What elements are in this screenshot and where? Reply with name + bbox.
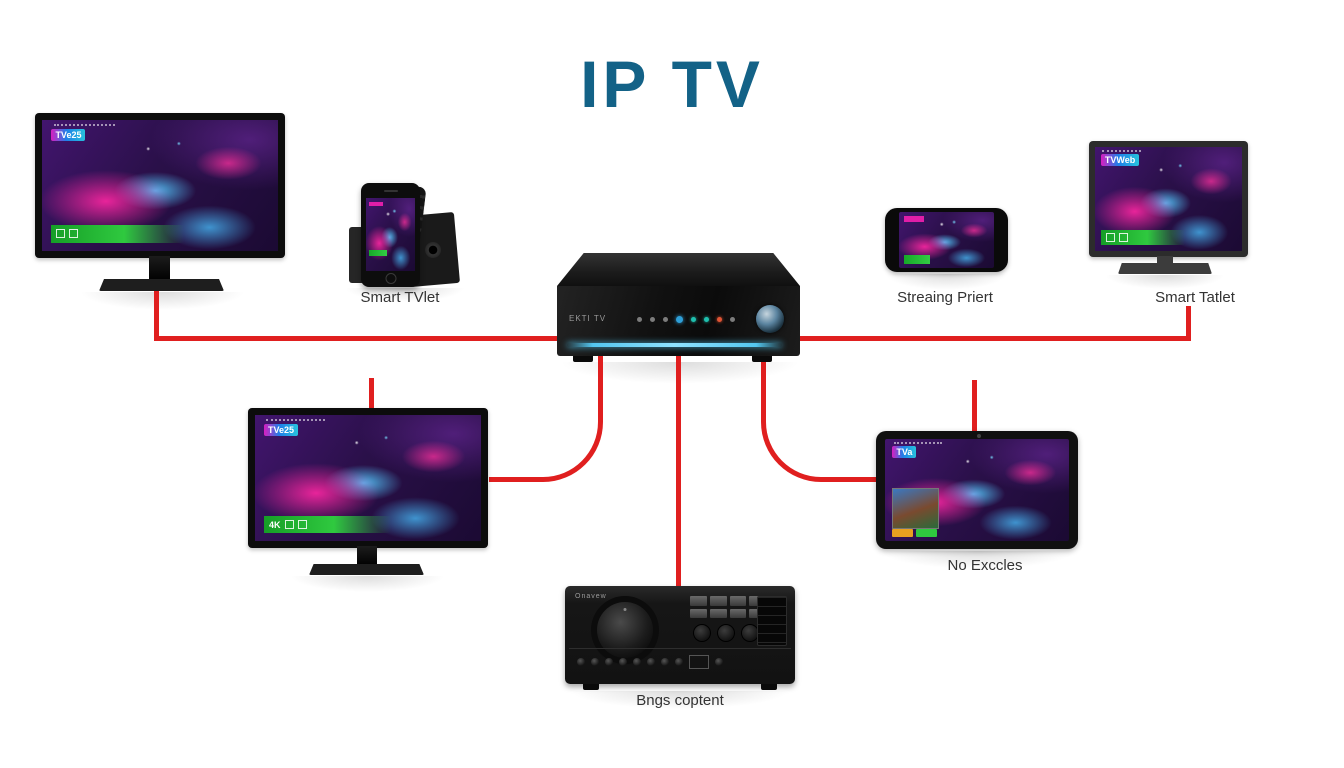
led-strip [567,343,782,347]
channel-logo-badge: TVe25 [51,129,86,142]
screen-overlay-text [1102,150,1141,153]
screen-chip [903,254,930,264]
screen-overlay-text [266,418,326,421]
label-smart-tvlet: Smart TVlet [360,289,440,306]
tv-middle-left: TVe25 4K [248,408,488,548]
reflection [880,551,1076,569]
tablet: TVa [876,431,1078,549]
connector-tv-right [1186,306,1191,341]
page-title: IP TV [580,47,764,121]
tv-right-base [1118,263,1212,274]
receiver-foot [761,684,777,690]
receiver-foot [583,684,599,690]
preset-buttons [690,596,766,618]
box-foot [573,356,593,362]
label-smart-tablet: Smart Tatlet [1155,289,1235,306]
av-receiver: Onavew [565,586,795,690]
smartphone-screen [366,198,415,271]
tv-top-left: TVe25 [35,113,285,258]
banner-icon [56,229,66,239]
screen-overlay-text [53,123,116,126]
channel-logo-badge: TVWeb [1100,154,1140,167]
tv-middle-neck [357,546,377,566]
reflection [570,691,790,709]
smartphone-portrait [361,183,420,287]
banner-icon [1118,232,1128,242]
tv-right-screen: TVWeb [1095,147,1242,251]
connector-box-to-receiver [676,356,681,591]
set-top-box-brand: EKTI TV [569,314,607,323]
tablet-camera [977,434,981,438]
indicator-lights [637,316,735,323]
round-button [693,624,711,642]
connector-tablet-top [972,380,977,432]
banner-icon [69,229,79,239]
streaming-phone-screen [899,212,994,268]
program-banner [1100,230,1186,245]
tv-middle-screen: TVe25 4K [255,415,481,541]
tv-top-left-base [99,279,224,291]
pip-thumbnail [892,488,939,529]
pip-button-orange [892,528,913,537]
screen-chip [368,201,383,206]
speaker-driver [423,240,442,259]
reflection [885,274,1008,290]
banner-icon [284,520,294,530]
power-knob [756,305,784,333]
box-foot [752,356,772,362]
reflection [290,576,445,592]
tv-middle-base [309,564,424,575]
screen-chip [368,250,387,257]
screen-overlay-text [894,442,943,445]
tv-right: TVWeb [1089,141,1248,257]
phone-earpiece [383,190,398,192]
channel-logo-badge: TVe25 [264,423,299,436]
set-top-box: EKTI TV [557,286,800,356]
receiver-bottom-panel [569,648,791,674]
connector-tv-top-left [154,281,159,341]
label-receiver: Bngs coptent [636,692,724,709]
reflection [345,288,465,302]
banner-icon [1105,232,1115,242]
screen-chip [903,216,924,223]
tablet-screen: TVa [885,439,1069,541]
set-top-box-top [557,253,800,286]
streaming-phone [885,208,1008,272]
round-button [717,624,735,642]
tv-right-neck [1157,256,1173,265]
banner-4k-logo: 4K [269,519,281,530]
tv-top-left-screen: TVe25 [42,120,278,251]
reflection [80,292,245,310]
connector-tv-middle-top [369,378,374,411]
reflection [1105,275,1225,289]
receiver-brand: Onavew [575,593,607,600]
program-banner: 4K [264,515,392,534]
connector-box-to-tablet [761,356,879,482]
label-tablet: No Exccles [947,557,1023,574]
receiver-display [757,596,787,646]
program-banner [51,224,184,244]
banner-icon [297,520,307,530]
pip-button-green [916,528,937,537]
tv-top-left-neck [149,256,170,281]
connector-box-to-tv-middle [489,356,603,482]
channel-logo-badge: TVa [892,446,917,459]
home-button [385,273,396,284]
label-streaming-phone: Streaing Priert [897,289,993,306]
